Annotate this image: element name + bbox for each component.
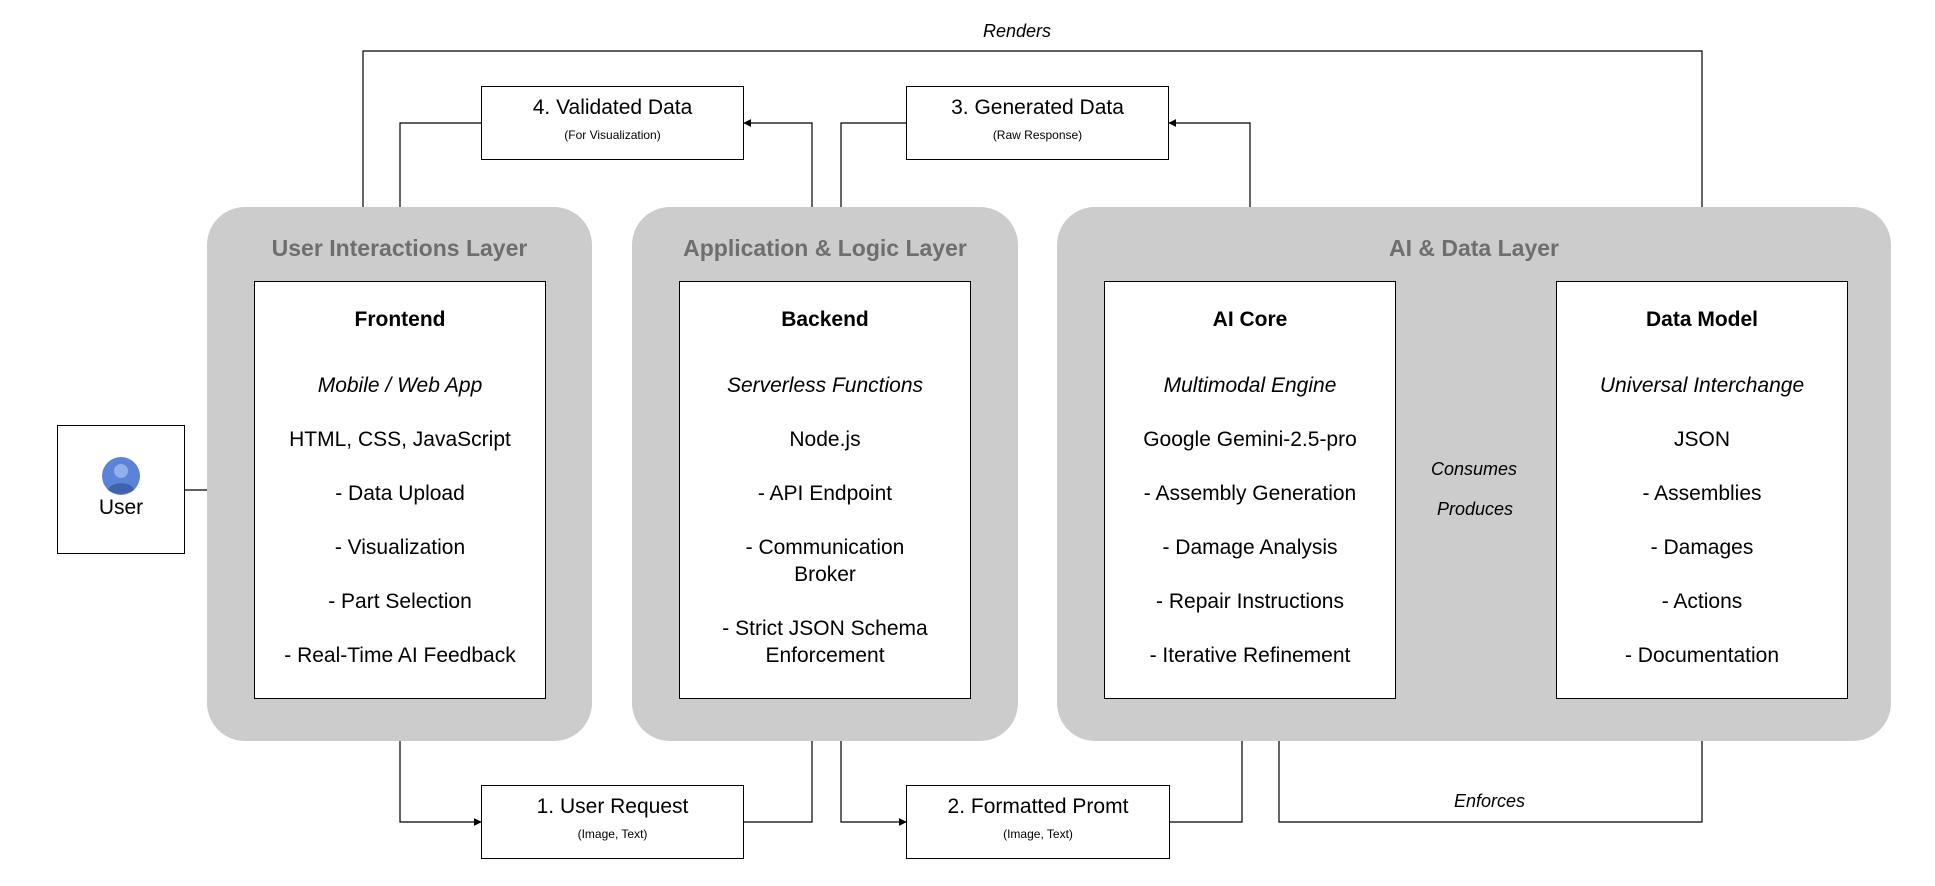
user-label: User	[98, 496, 144, 519]
flow-generated-data: 3. Generated Data (Raw Response)	[906, 86, 1169, 160]
feature-item: - Repair Instructions	[1156, 590, 1344, 613]
user-node: User	[57, 425, 185, 554]
backend-component: Backend Serverless Functions Node.js - A…	[679, 281, 971, 699]
feature-item: - Data Upload	[335, 482, 465, 505]
edge-frontend-to-user-request	[399, 717, 482, 826]
edge-ai-core-to-generated-data	[1168, 119, 1251, 232]
feature-item: - Iterative Refinement	[1149, 644, 1351, 667]
feature-item: - Damages	[1650, 536, 1754, 559]
component-title: Data Model	[1645, 308, 1758, 331]
user-avatar-icon	[102, 457, 140, 495]
feature-item: - Visualization	[334, 536, 466, 559]
component-tech: Google Gemini-2.5-pro	[1143, 428, 1357, 451]
feature-item: Enforcement	[765, 644, 885, 667]
flow-sublabel: (Image, Text)	[577, 827, 648, 841]
layer-title: Application & Logic Layer	[683, 235, 967, 261]
edge-label-consumes: Consumes	[1431, 459, 1518, 479]
flow-label: 1. User Request	[536, 795, 689, 818]
feature-item: - Part Selection	[328, 590, 472, 613]
component-subtitle: Mobile / Web App	[317, 374, 483, 397]
component-title: Backend	[781, 308, 869, 331]
layer-title: User Interactions Layer	[271, 235, 528, 261]
flow-label: 3. Generated Data	[951, 96, 1124, 119]
feature-item: - Documentation	[1624, 644, 1780, 667]
edge-label-renders: Renders	[983, 21, 1052, 41]
flow-sublabel: (For Visualization)	[564, 128, 661, 142]
layer-title: AI & Data Layer	[1388, 235, 1559, 261]
frontend-component: Frontend Mobile / Web App HTML, CSS, Jav…	[254, 281, 546, 699]
component-title: Frontend	[354, 308, 446, 331]
flow-sublabel: (Image, Text)	[1003, 827, 1073, 841]
component-subtitle: Universal Interchange	[1599, 374, 1805, 397]
feature-item: - Real-Time AI Feedback	[284, 644, 516, 667]
flow-validated-data: 4. Validated Data (For Visualization)	[481, 86, 744, 160]
feature-item: - Assemblies	[1642, 482, 1762, 505]
feature-item: - API Endpoint	[757, 482, 893, 505]
flow-formatted-prompt: 2. Formatted Promt (Image, Text)	[906, 785, 1170, 859]
component-tech: HTML, CSS, JavaScript	[289, 428, 511, 451]
flow-label: 2. Formatted Promt	[947, 795, 1129, 818]
feature-item: - Strict JSON Schema	[722, 617, 928, 640]
component-tech: Node.js	[789, 428, 861, 451]
flow-user-request: 1. User Request (Image, Text)	[481, 785, 744, 859]
data-model-component: Data Model Universal Interchange JSON - …	[1556, 281, 1848, 699]
edge-user-request-to-backend	[744, 717, 816, 823]
edge-formatted-prompt-to-ai-core	[1170, 717, 1246, 823]
component-title: AI Core	[1212, 308, 1288, 331]
edge-generated-data-to-backend	[837, 122, 906, 232]
component-subtitle: Serverless Functions	[726, 374, 924, 397]
flow-label: 4. Validated Data	[532, 96, 693, 119]
edge-backend-to-validated-data	[743, 119, 813, 232]
edge-label-enforces: Enforces	[1454, 791, 1526, 811]
ai-core-component: AI Core Multimodal Engine Google Gemini-…	[1104, 281, 1396, 699]
component-tech: JSON	[1673, 428, 1730, 451]
feature-item: - Damage Analysis	[1162, 536, 1338, 559]
edge-enforces	[1278, 717, 1706, 823]
edge-validated-data-to-frontend	[396, 122, 481, 232]
feature-item: - Actions	[1661, 590, 1743, 613]
edge-label-produces: Produces	[1437, 499, 1514, 519]
edge-renders	[362, 50, 1706, 232]
feature-item: - Assembly Generation	[1143, 482, 1357, 505]
flow-sublabel: (Raw Response)	[992, 128, 1083, 142]
component-subtitle: Multimodal Engine	[1163, 374, 1337, 397]
edge-backend-to-formatted-prompt	[840, 717, 907, 826]
feature-item: - Communication	[745, 536, 905, 559]
feature-item: Broker	[794, 563, 856, 586]
